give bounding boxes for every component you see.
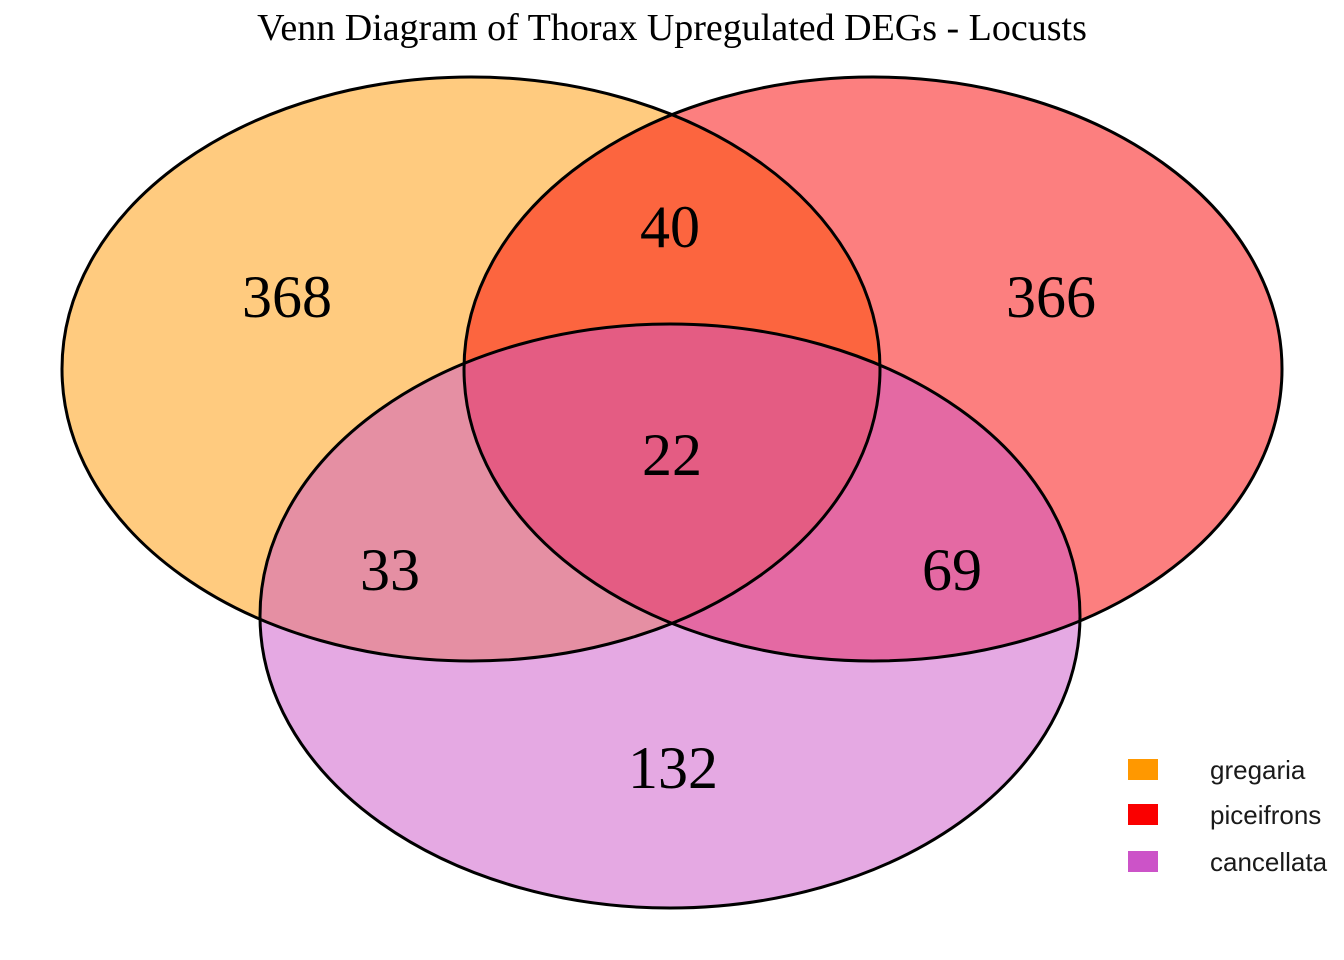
legend-item-gregaria: gregaria	[1128, 755, 1306, 785]
legend: gregaria piceifrons cancellata	[1128, 755, 1328, 877]
gregaria-set-outline	[60, 75, 882, 663]
cancellata-swatch-icon	[1128, 851, 1158, 872]
legend-label-cancellata: cancellata	[1210, 847, 1328, 877]
count-all-three: 22	[642, 422, 702, 488]
count-gregaria-piceifrons: 40	[640, 194, 700, 260]
count-gregaria-cancellata: 33	[360, 537, 420, 603]
count-cancellata-only: 132	[628, 735, 718, 801]
piceifrons-set-outline	[462, 75, 1284, 663]
legend-label-piceifrons: piceifrons	[1210, 800, 1321, 830]
region-count-labels: 368 366 40 22 33 69 132	[242, 194, 1096, 801]
legend-item-cancellata: cancellata	[1128, 847, 1328, 877]
cancellata-set-fill	[260, 324, 1080, 908]
piceifrons-swatch-icon	[1128, 804, 1158, 825]
chart-title: Venn Diagram of Thorax Upregulated DEGs …	[257, 7, 1087, 49]
gregaria-swatch-icon	[1128, 759, 1158, 780]
count-gregaria-only: 368	[242, 264, 332, 330]
venn-set-outlines	[60, 75, 1284, 910]
cancellata-set-outline	[258, 322, 1082, 910]
legend-label-gregaria: gregaria	[1210, 755, 1306, 785]
count-piceifrons-only: 366	[1006, 264, 1096, 330]
venn-set-fills	[62, 77, 1282, 908]
count-piceifrons-cancellata: 69	[922, 537, 982, 603]
legend-item-piceifrons: piceifrons	[1128, 800, 1321, 830]
